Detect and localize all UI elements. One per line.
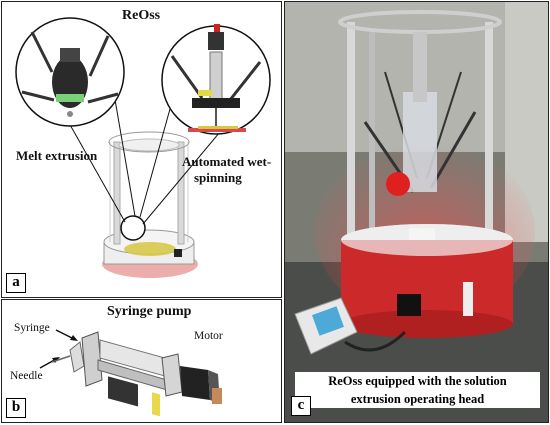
panel-c-caption: ReOss equipped with the solution extrusi…	[295, 372, 540, 408]
wet-spinning-label-line2: spinning	[194, 170, 242, 185]
panel-a-reoss-render: ReOss Melt extrusion Automated wet- spin…	[1, 1, 282, 298]
panel-a-letter: a	[6, 273, 26, 293]
syringe-pump-illustration	[39, 329, 222, 417]
caption-line-2: extrusion operating head	[350, 392, 485, 406]
melt-extrusion-label: Melt extrusion	[16, 148, 98, 163]
needle-label: Needle	[10, 370, 43, 382]
syringe-label: Syringe	[14, 322, 50, 334]
panel-b-syringe-pump: Syringe pump Syringe Needle Motor b	[1, 299, 282, 423]
panel-b-letter: b	[6, 398, 26, 418]
reoss-photo-illustration	[285, 2, 548, 422]
panel-c-letter: c	[291, 396, 311, 416]
wet-spinning-label-line1: Automated wet-	[182, 154, 272, 169]
panel-c-reoss-photo: ReOss equipped with the solution extrusi…	[284, 1, 549, 423]
caption-line-1: ReOss equipped with the solution	[328, 374, 507, 388]
panel-a-title: ReOss	[122, 8, 161, 23]
motor-label: Motor	[194, 330, 223, 342]
reoss-render-illustration	[15, 17, 271, 278]
panel-b-title: Syringe pump	[107, 304, 192, 319]
